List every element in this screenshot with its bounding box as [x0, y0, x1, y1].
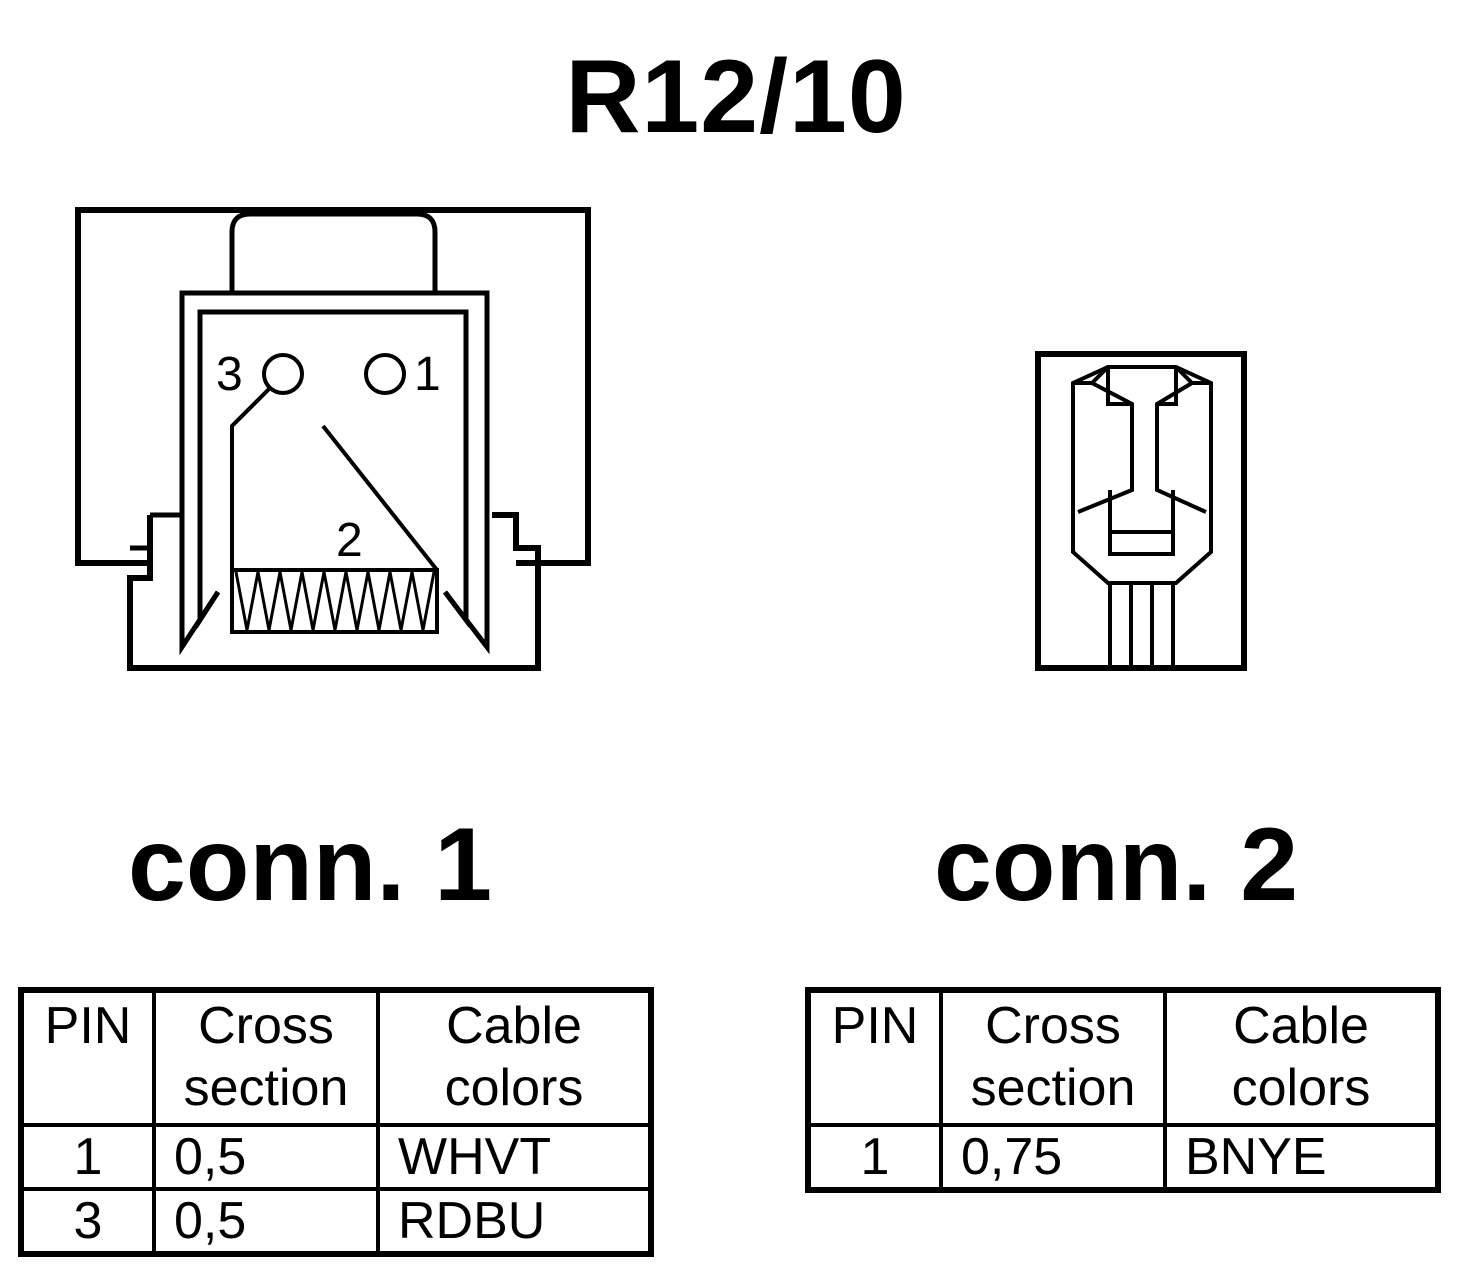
- cross-section-cell: 0,5: [152, 1187, 380, 1256]
- conn1-inner-frame-outer: [179, 290, 490, 656]
- pin-header: PIN: [19, 988, 156, 1127]
- conn1-outer-body: [75, 207, 591, 566]
- connector-2-label: conn. 2: [934, 807, 1299, 923]
- connector-1-label: conn. 1: [128, 807, 493, 923]
- conn2-leads: [1108, 583, 1175, 668]
- conn1-base: [127, 512, 541, 671]
- conn1-spring: [234, 571, 436, 631]
- table-row: 1 0,5 WHVT: [19, 1123, 653, 1191]
- conn2-right-inner: [1155, 365, 1211, 514]
- conn1-terminal-block: [230, 568, 439, 634]
- conn1-pin3-wire: [230, 386, 272, 632]
- cable-colors-cell: RDBU: [376, 1187, 653, 1256]
- conn1-top-tab: [229, 211, 438, 293]
- conn1-pin1-hole: [364, 353, 406, 395]
- pin-header: PIN: [806, 988, 943, 1127]
- conn2-slot-bar: [1108, 530, 1175, 556]
- conn2-left-inner: [1073, 365, 1134, 514]
- connector-2-drawing: [1035, 351, 1247, 671]
- diagram-title: R12/10: [565, 39, 907, 155]
- pin-cell: 3: [19, 1187, 156, 1256]
- conn1-pin3-label: 3: [216, 348, 243, 401]
- conn1-inner-frame-inner: [197, 309, 469, 629]
- cross-section-cell: 0,75: [939, 1123, 1167, 1192]
- conn1-base-left-block: [130, 512, 182, 551]
- connector-1-drawing: [75, 207, 591, 671]
- conn1-pin2-label: 2: [336, 514, 363, 567]
- pin-cell: 1: [19, 1123, 156, 1191]
- cable-colors-cell: BNYE: [1163, 1123, 1440, 1192]
- pin-cell: 1: [806, 1123, 943, 1192]
- cross-section-cell: 0,5: [152, 1123, 380, 1191]
- cable-colors-cell: WHVT: [376, 1123, 653, 1191]
- conn2-top-bar: [1106, 367, 1178, 406]
- conn2-outline: [1071, 365, 1213, 585]
- table-row: 1 0,75 BNYE: [806, 1123, 1440, 1192]
- conn1-pin3-hole: [262, 353, 304, 395]
- conn1-pin1-label: 1: [414, 348, 441, 401]
- table-row: 3 0,5 RDBU: [19, 1187, 653, 1256]
- conn1-pin2-wire: [321, 424, 439, 572]
- conn2-body: [1035, 351, 1247, 671]
